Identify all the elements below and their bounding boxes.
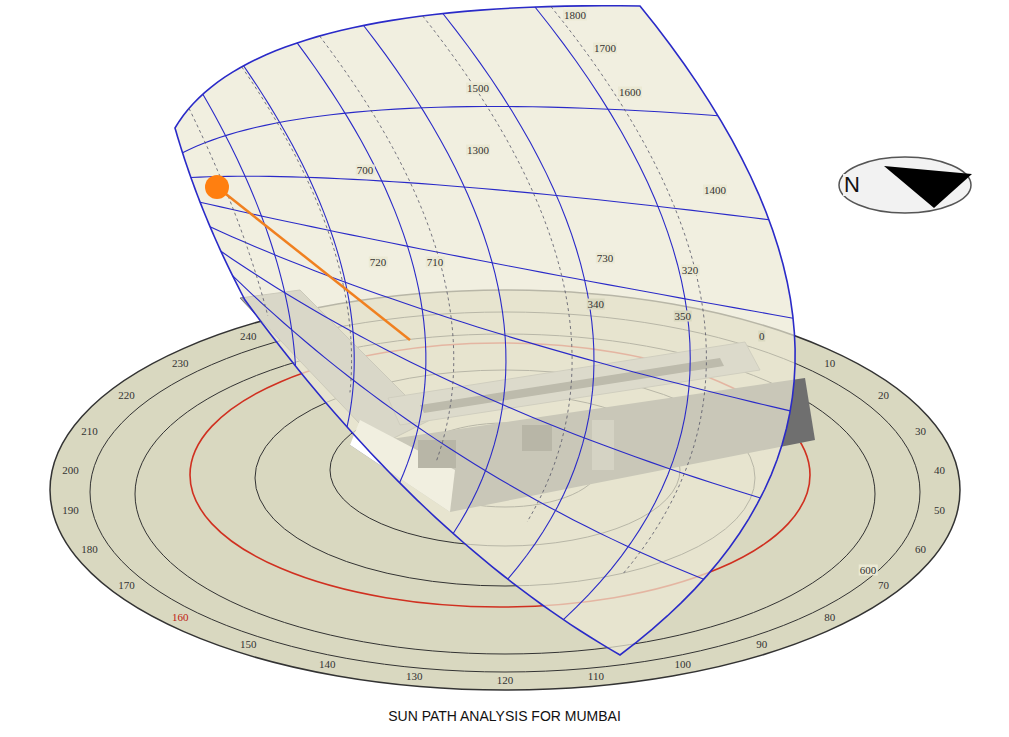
- hour-label: 1300: [466, 145, 490, 156]
- dome-grid-line: [191, 176, 769, 220]
- bearing-label: 140: [318, 658, 337, 669]
- dome-grid-line: [189, 108, 268, 315]
- bearing-label: 240: [239, 331, 258, 342]
- bearing-label: 50: [933, 504, 946, 515]
- bearing-label: 170: [117, 580, 136, 591]
- dome-grid-line: [210, 227, 790, 411]
- hour-label: 720: [369, 257, 388, 268]
- hour-label: 1800: [563, 10, 587, 21]
- bearing-label: 20: [877, 390, 890, 401]
- sun-path-dome: [175, 6, 795, 655]
- bearing-label: 180: [80, 543, 99, 554]
- bearing-label: 70: [877, 580, 890, 591]
- bearing-label: 80: [823, 612, 836, 623]
- bearing-label: 220: [117, 390, 136, 401]
- bearing-label: 350: [673, 311, 692, 322]
- dome-grid-line: [297, 43, 426, 483]
- dome-grid-line: [242, 67, 352, 393]
- hour-label: 710: [426, 257, 445, 268]
- hour-label: 1600: [618, 87, 642, 98]
- dome-grid-line: [221, 251, 760, 498]
- bearing-label: 40: [933, 465, 946, 476]
- bearing-label: 120: [496, 675, 515, 686]
- hour-label: 320: [681, 265, 700, 276]
- dome-grid-line: [551, 6, 706, 574]
- bearing-label: 200: [61, 465, 80, 476]
- dome-surface: [175, 6, 795, 655]
- bearing-label: 210: [80, 426, 99, 437]
- bearing-label: 60: [914, 543, 927, 554]
- bearing-label: 0: [758, 331, 766, 342]
- dome-grid-line: [320, 36, 454, 461]
- hour-label: 600: [859, 565, 878, 576]
- dome-grid-line: [443, 14, 594, 580]
- bearing-label: 150: [239, 638, 258, 649]
- dome-grid-line: [364, 25, 506, 533]
- dome-grid-line: [183, 106, 718, 152]
- hour-label: 1500: [466, 83, 490, 94]
- bearing-label: 110: [587, 670, 605, 681]
- dome-grid-line: [233, 276, 704, 580]
- bearing-label: 340: [587, 299, 606, 310]
- bearing-label: 190: [61, 504, 80, 515]
- bearing-label: 10: [823, 357, 836, 368]
- bearing-label: 230: [171, 357, 190, 368]
- sun-ray: [217, 187, 410, 340]
- bearing-label: 160: [171, 612, 190, 623]
- bearing-label: 130: [405, 670, 424, 681]
- compass-letter: N: [843, 174, 861, 196]
- hour-label: 730: [596, 253, 615, 264]
- dome-grid-line: [535, 7, 690, 620]
- hour-label: 1700: [593, 43, 617, 54]
- bearing-label: 100: [673, 658, 692, 669]
- dome-grid-line: [244, 66, 355, 427]
- dome-grid-line: [423, 16, 572, 522]
- hour-label: 1400: [703, 185, 727, 196]
- hour-label: 700: [356, 165, 375, 176]
- north-arrow: [884, 166, 972, 208]
- north-compass: [839, 157, 971, 213]
- caption: SUN PATH ANALYSIS FOR MUMBAI: [0, 708, 1009, 724]
- bearing-label: 30: [914, 426, 927, 437]
- bearing-label: 90: [755, 638, 768, 649]
- sun: [205, 175, 229, 199]
